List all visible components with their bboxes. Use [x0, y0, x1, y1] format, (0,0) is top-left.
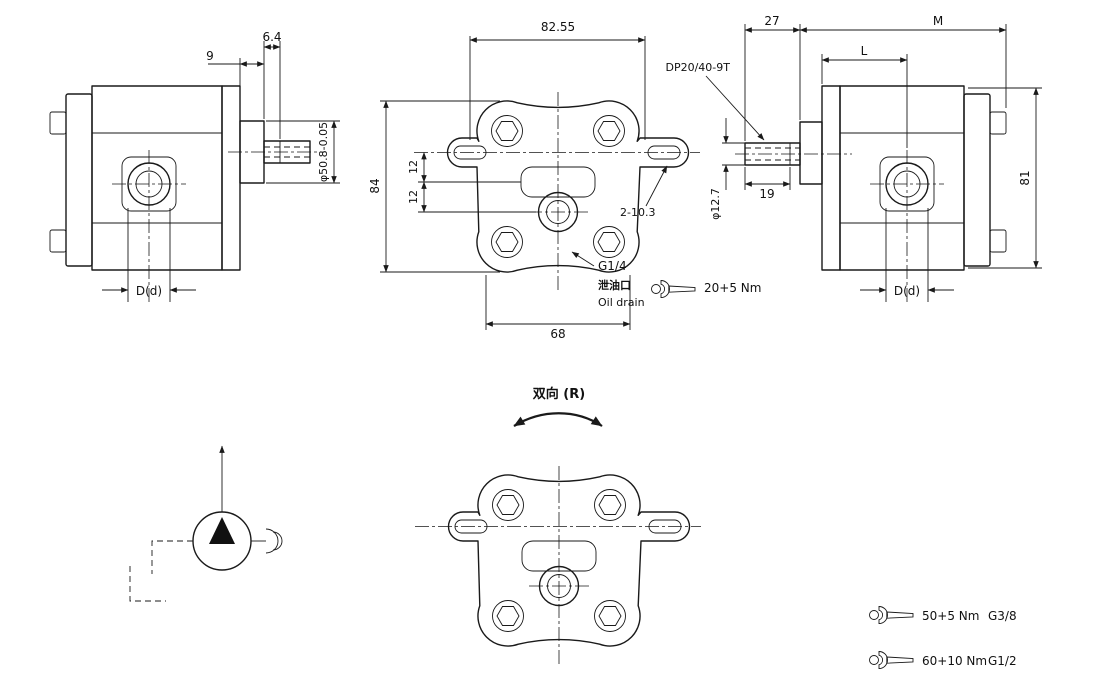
slots-2x10-3-label: 2-10.3 [620, 206, 655, 219]
spline-leader [705, 75, 765, 141]
dim-6-4-label: 6.4 [262, 30, 281, 44]
slots-leader [645, 165, 668, 207]
torque-note-1-value: 50+5 Nm [922, 609, 979, 623]
dim-12-upper-label: 12 [407, 160, 420, 174]
torque-notes: 50+5 Nm G3/8 60+10 Nm G1/2 [869, 606, 1017, 669]
coupling-arc-inner [272, 531, 283, 551]
dim-27-label: 27 [764, 14, 779, 28]
dim-l-label: L [861, 44, 868, 58]
rear-cover [65, 93, 93, 267]
extension-lines-width [469, 36, 646, 140]
drain-label-cn: 泄油口 [598, 278, 631, 292]
extension-lines-l [821, 54, 908, 148]
pump-body [839, 85, 965, 271]
cover-bolt-bottom [49, 229, 67, 253]
cover-bolt-bottom [989, 229, 1007, 253]
spline-spec-label: DP20/40-9T [666, 61, 731, 74]
g14-thread-label: G1/4 [598, 259, 627, 273]
dim-port-dd-label-right: D(d) [894, 284, 920, 298]
pump-front-view [414, 92, 700, 292]
dim-m-label: M [933, 14, 943, 28]
extension-lines-top [744, 24, 1007, 141]
extension-lines-height [968, 87, 1042, 269]
drain-line-dashed [151, 540, 193, 574]
dim-19-label: 19 [759, 187, 774, 201]
extension-lines-offsets [418, 181, 536, 213]
extension-lines-port [127, 208, 171, 302]
rotation-arrow [513, 412, 603, 427]
dim-12-lower-label: 12 [407, 190, 420, 204]
dim-68-label: 68 [550, 327, 565, 341]
pump-symbol-triangle [209, 517, 235, 544]
dim-84-label: 84 [368, 178, 382, 193]
wrench-icon [651, 280, 696, 298]
dim-9-label: 9 [206, 49, 214, 63]
drain-leader [571, 251, 595, 267]
pump-body [91, 85, 223, 271]
spline-hidden-lines [745, 147, 800, 161]
extension-lines-port [885, 208, 929, 302]
torque-note-1-thread: G3/8 [988, 609, 1017, 623]
coupling-arc-outer [265, 528, 279, 554]
wrench-icon [869, 606, 914, 624]
front-view-top: 82.55 84 12 12 68 G1/4 泄油口 Oil drain 20+… [368, 20, 761, 341]
extension-lines-pilot [266, 120, 340, 184]
dim-pilot-dia-label: φ50.8-0.05 [317, 122, 330, 182]
pump-bottom-view [415, 466, 701, 666]
dim-81-label: 81 [1018, 170, 1032, 185]
rear-cover [963, 93, 991, 267]
torque-note-2-value: 60+10 Nm [922, 654, 987, 668]
body-section-lines [92, 132, 222, 224]
shaft-hidden-lines [264, 146, 310, 158]
bottom-front-view: 双向 (R) [415, 386, 701, 666]
cover-bolt-top [49, 111, 67, 135]
rotation-direction-label: 双向 (R) [533, 386, 585, 402]
dim-port-dd-label: D(d) [136, 284, 162, 298]
torque-note-2-thread: G1/2 [988, 654, 1017, 668]
extension-lines [239, 41, 281, 139]
tank-line-dashed [129, 566, 166, 602]
drain-label-en: Oil drain [598, 296, 645, 309]
drain-torque-label: 20+5 Nm [704, 281, 761, 295]
dim-82-55-label: 82.55 [541, 20, 575, 34]
extension-lines-height [380, 100, 500, 273]
left-side-view: 9 6.4 φ50.8-0.05 D(d) [49, 30, 340, 302]
body-section-lines [840, 132, 964, 224]
front-flange [221, 85, 241, 271]
dim-12-7-label: φ12.7 [709, 188, 722, 220]
right-side-view: 27 M L DP20/40-9T φ12.7 19 2-10.3 81 D(d… [620, 14, 1042, 302]
pilot-spigot [799, 121, 823, 185]
front-flange [821, 85, 841, 271]
extension-lines-bottom [485, 275, 631, 330]
wrench-icon [869, 651, 914, 669]
cover-bolt-top [989, 111, 1007, 135]
hydraulic-pump-symbol [129, 445, 283, 602]
